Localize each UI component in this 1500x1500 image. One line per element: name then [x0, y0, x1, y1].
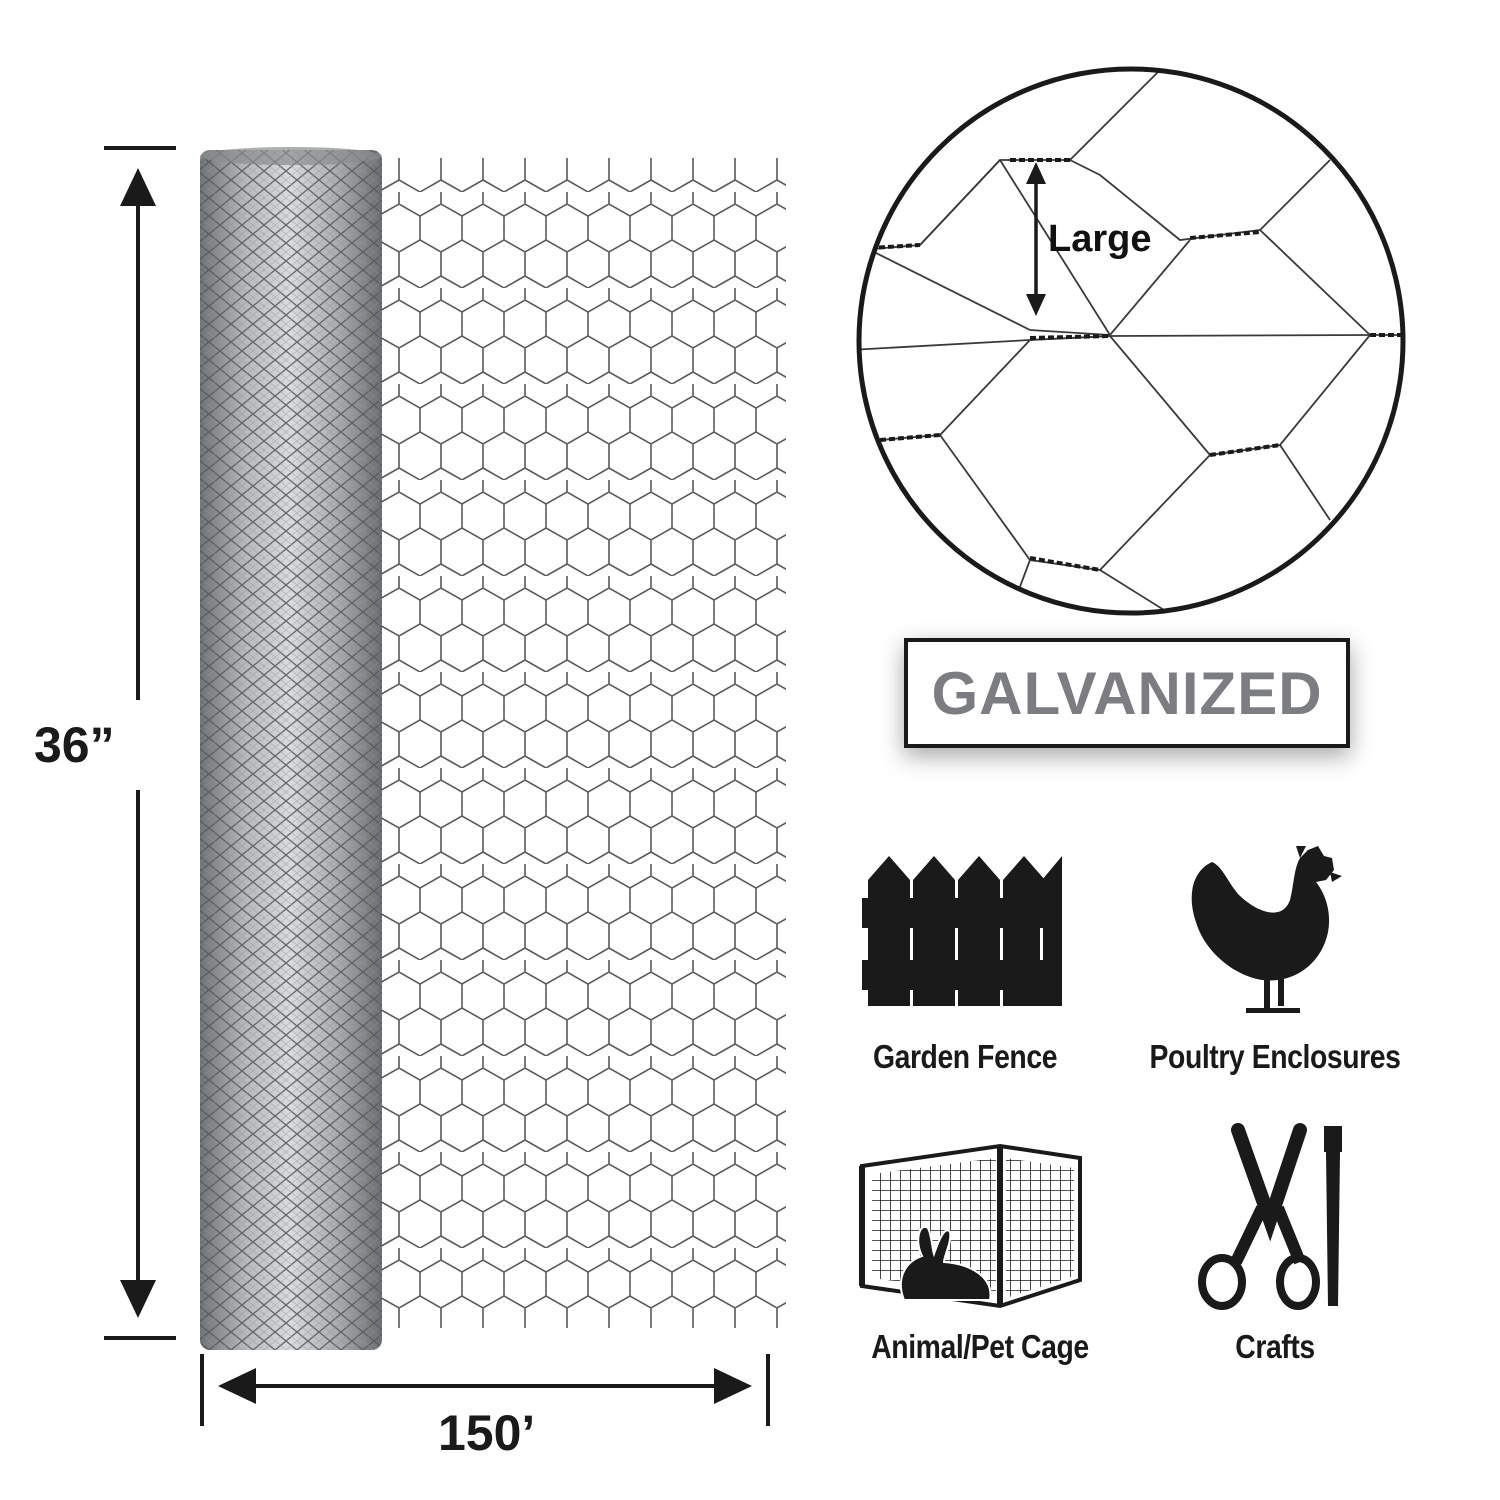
mesh-size-arrow [1026, 162, 1046, 316]
wire-roll [200, 147, 382, 1350]
width-value: 150’ [438, 1405, 536, 1461]
width-dimension [200, 1354, 770, 1426]
use-label-animal-pet-cage: Animal/Pet Cage [871, 1328, 1089, 1365]
unrolled-wire-mesh [380, 158, 786, 1328]
height-dimension [104, 146, 176, 1340]
scissors-brush-icon [1198, 1123, 1342, 1310]
mesh-detail-circle [856, 66, 1406, 616]
galvanized-text: GALVANIZED [931, 659, 1323, 727]
fence-icon [862, 856, 1062, 1006]
hen-icon [1191, 846, 1342, 1013]
use-label-crafts: Crafts [1235, 1328, 1315, 1365]
galvanized-badge: GALVANIZED [904, 638, 1350, 748]
use-label-poultry-enclosures: Poultry Enclosures [1149, 1038, 1401, 1075]
mesh-size-label: Large [1048, 218, 1152, 260]
cage-rabbit-icon [859, 1143, 1082, 1309]
use-label-garden-fence: Garden Fence [872, 1038, 1058, 1075]
height-value: 36” [34, 717, 115, 773]
